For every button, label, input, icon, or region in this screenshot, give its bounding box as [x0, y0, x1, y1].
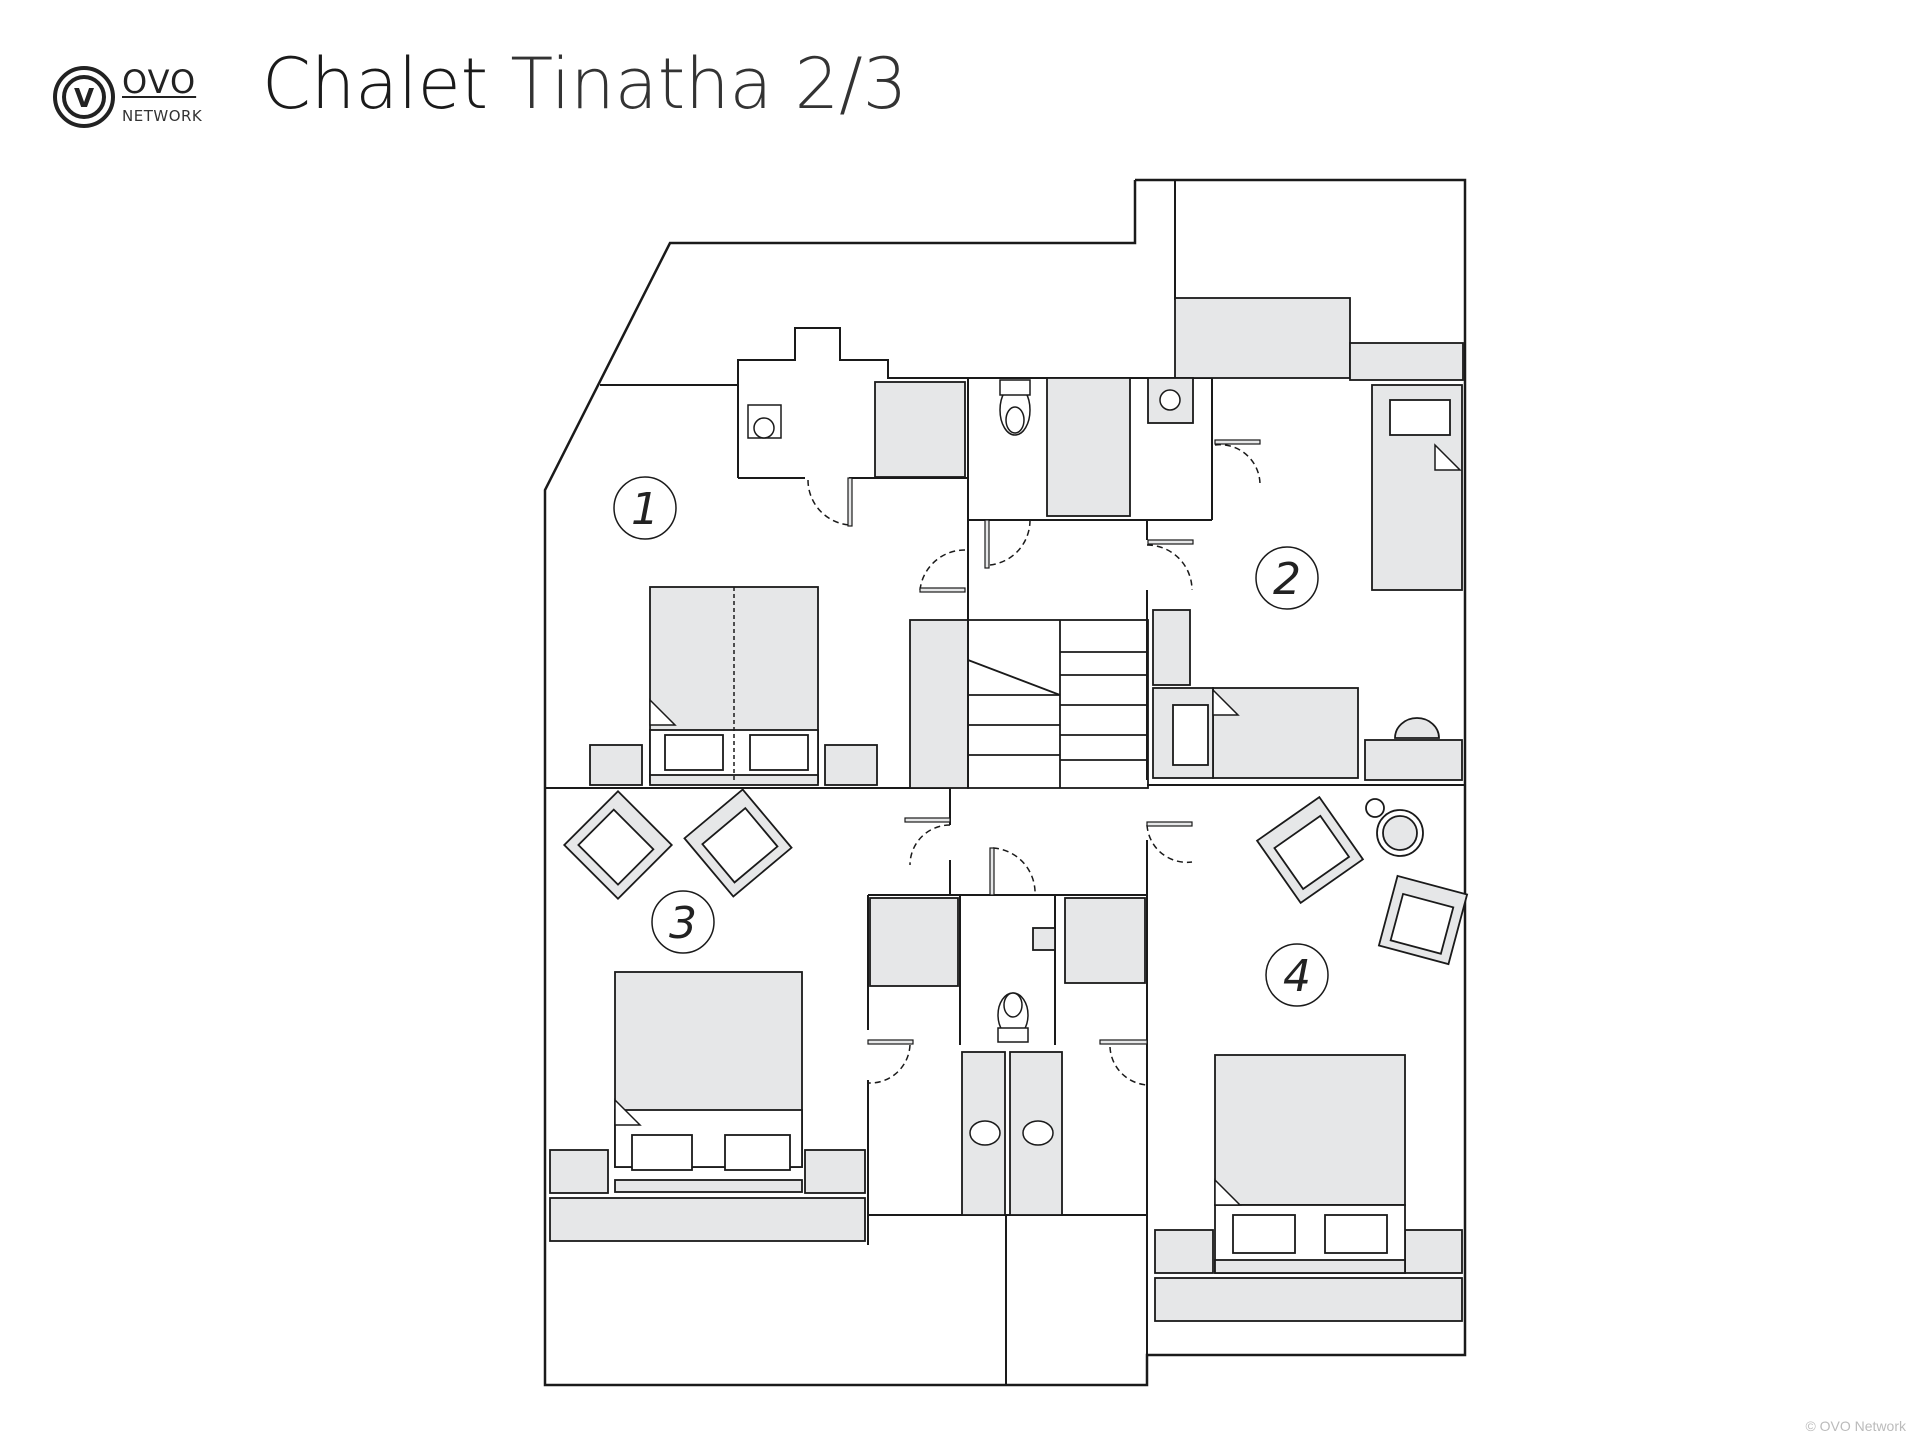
- logo-subtitle: NETWORK: [122, 107, 203, 125]
- nightstand-3b: [804, 1149, 866, 1194]
- bed-4: [1214, 1054, 1406, 1206]
- logo-word: OVO: [122, 63, 197, 101]
- armchair-4a: [1255, 795, 1365, 905]
- small-sink: [1032, 927, 1056, 951]
- basin-right: [1022, 1120, 1054, 1146]
- shower-1: [874, 381, 966, 478]
- nightstand-4a: [1154, 1229, 1214, 1274]
- nightstand-1b: [824, 744, 878, 786]
- logo-emblem-icon: V: [53, 66, 115, 128]
- title-part-1: Chalet: [262, 43, 489, 125]
- shower-4: [1064, 897, 1146, 984]
- bed-folds: [614, 443, 1462, 1206]
- armchair-3b: [683, 788, 793, 898]
- desk-lamp: [1394, 717, 1440, 739]
- title-part-2: Tinatha 2/3: [510, 43, 908, 125]
- room-number-4: 4: [1283, 951, 1311, 1002]
- armchair-3a: [562, 789, 674, 901]
- room-number-2: 2: [1273, 554, 1301, 605]
- room-marker-4: [1265, 943, 1329, 1007]
- copyright-notice: © OVO Network: [1805, 1418, 1906, 1434]
- door-leaves: [847, 439, 1261, 1045]
- page-title: Chalet Tinatha 2/3: [262, 42, 907, 126]
- wardrobe-top: [1174, 297, 1351, 379]
- bench-4: [1154, 1277, 1463, 1322]
- nightstand-4b: [1404, 1229, 1463, 1274]
- cabinet-top: [1349, 342, 1464, 381]
- room-number-1: 1: [631, 484, 659, 535]
- basin-left: [969, 1120, 1001, 1146]
- ovo-network-logo: V OVO NETWORK: [50, 62, 220, 132]
- shower-3: [869, 897, 959, 987]
- armchair-4b: [1377, 874, 1469, 966]
- desk-2: [1364, 739, 1463, 781]
- armchairs: [562, 717, 1469, 966]
- room-markers: 1 2 3 4: [613, 476, 1329, 1007]
- room-number-3: 3: [669, 898, 697, 949]
- logo-letter: V: [74, 84, 94, 114]
- shower-2: [1046, 377, 1131, 517]
- room-marker-3: [651, 890, 715, 954]
- pillows: [614, 399, 1451, 1274]
- bed-2-second: [1212, 687, 1359, 779]
- nightstand-1a: [589, 744, 643, 786]
- wardrobe-1: [909, 619, 969, 789]
- nightstand-3a: [549, 1149, 609, 1194]
- cabinet-2: [1152, 609, 1191, 686]
- stairs: [967, 619, 1149, 789]
- room-marker-2: [1255, 546, 1319, 610]
- lamp: [1365, 798, 1385, 818]
- doors: [807, 443, 1261, 1086]
- bench-3: [549, 1197, 866, 1242]
- sanitary: [747, 379, 1181, 1146]
- room-marker-1: [613, 476, 677, 540]
- exterior-walls: [543, 178, 1467, 1387]
